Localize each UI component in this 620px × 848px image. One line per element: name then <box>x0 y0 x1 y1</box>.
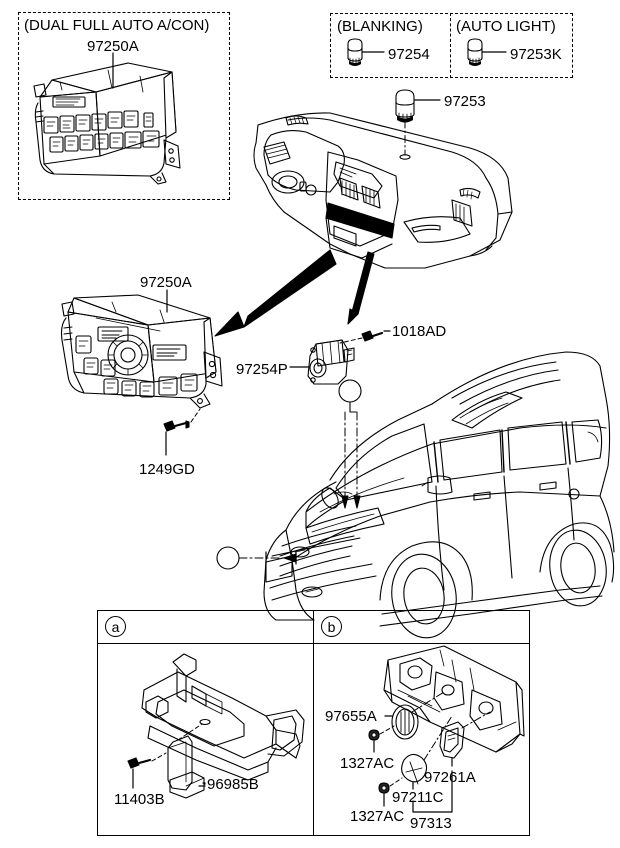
blanking-autolight-box <box>330 13 573 78</box>
callout-actuator: 97254P <box>236 361 288 378</box>
detail-b-part-97261A: 97261A <box>424 769 476 786</box>
detail-b-part-97211C: 97211C <box>392 789 444 806</box>
callout-control-panel: 97250A <box>140 274 192 291</box>
blanking-partnumber: 97254 <box>388 46 430 63</box>
callout-actuator-screw: 1018AD <box>392 323 447 340</box>
detail-a-header-rule <box>97 643 313 645</box>
detail-b-header-rule <box>313 643 530 645</box>
detail-b-part-97655A: 97655A <box>325 708 377 725</box>
dual-auto-acon-partnumber: 97250A <box>87 38 139 55</box>
detail-panels-divider <box>313 610 315 836</box>
dash-knob-icon <box>395 89 441 160</box>
detail-a-part-96985B: 96985B <box>207 776 259 793</box>
detail-b-part-1327AC-upper: 1327AC <box>340 755 395 772</box>
dual-auto-acon-box <box>18 12 230 200</box>
panel-screw-icon <box>163 408 201 456</box>
dashboard-illustration <box>253 112 513 269</box>
detail-b-part-1327AC-lower: 1327AC <box>350 808 405 825</box>
detail-a-part-11403B: 11403B <box>114 791 165 808</box>
marker-a-callout <box>216 546 297 570</box>
detail-b-illustration <box>368 645 525 813</box>
autolight-header: (AUTO LIGHT) <box>456 18 556 35</box>
dual-auto-acon-header: (DUAL FULL AUTO A/CON) <box>24 17 210 34</box>
blanking-header: (BLANKING) <box>337 18 423 35</box>
detail-b-marker: b <box>321 616 342 637</box>
hvac-panel-detail-illustration <box>60 289 223 409</box>
suv-illustration <box>263 351 615 639</box>
arrow-dash-to-panel <box>214 249 337 337</box>
detail-a-illustration <box>127 653 305 799</box>
detail-b-part-97313: 97313 <box>410 815 452 832</box>
marker-b-callout <box>338 379 362 509</box>
blanking-knob-icon <box>347 38 385 66</box>
detail-a-marker: a <box>105 616 126 637</box>
autolight-partnumber: 97253K <box>510 46 562 63</box>
callout-panel-screw: 1249GD <box>139 461 195 478</box>
blanking-autolight-divider <box>450 13 451 78</box>
arrow-dash-to-actuator <box>347 251 375 325</box>
hvac-panel-top-illustration <box>33 52 181 185</box>
callout-dash-knob: 97253 <box>444 93 486 110</box>
actuator-illustration <box>289 330 391 385</box>
autolight-knob-icon <box>467 38 507 66</box>
